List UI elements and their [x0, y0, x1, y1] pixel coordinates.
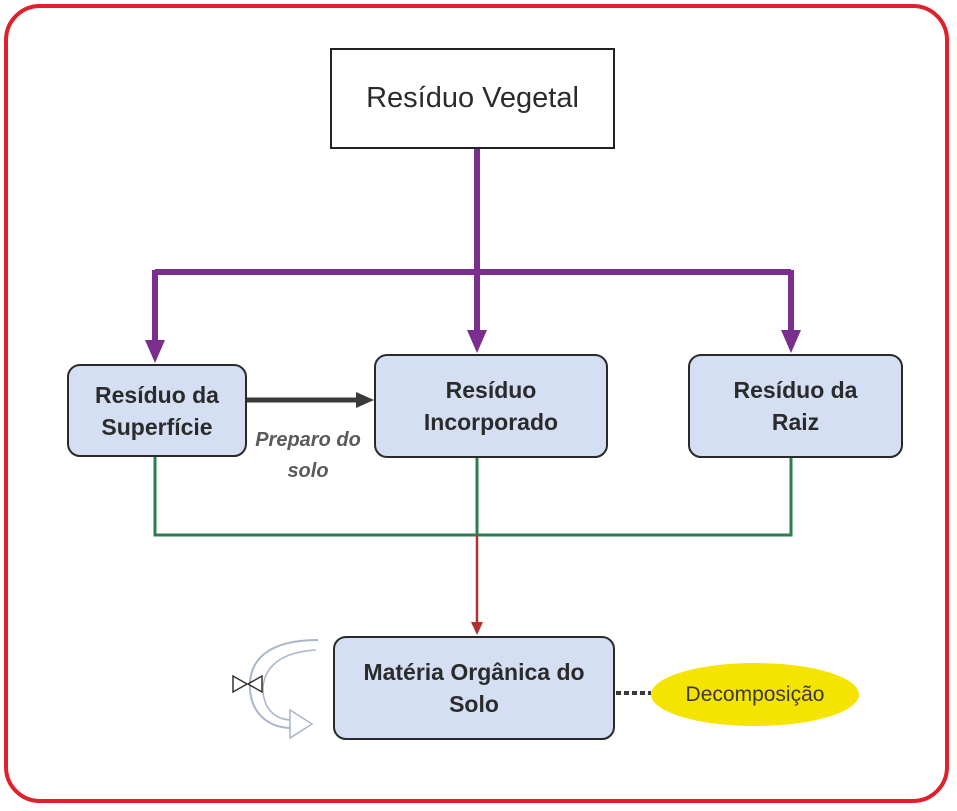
node-surface-residue: Resíduo da Superfície: [67, 364, 247, 457]
node-surface-residue-line1: Resíduo da: [95, 381, 219, 408]
node-incorporated-residue-line2: Incorporado: [423, 409, 559, 435]
arrowhead-organic-matter: [471, 622, 483, 635]
arrowhead-incorporated: [467, 330, 487, 353]
node-surface-residue-line2: Superfície: [101, 413, 213, 440]
node-plant-residue-label: Resíduo Vegetal: [366, 82, 579, 114]
node-soil-organic-matter: Matéria Orgânica do Solo: [333, 636, 615, 740]
edge-label-tillage-line2: solo: [287, 460, 329, 482]
valve-icon: [232, 674, 263, 694]
node-incorporated-residue-line1: Resíduo: [445, 377, 537, 403]
node-decomposition-label: Decomposição: [685, 682, 825, 706]
arrowhead-surface: [145, 340, 165, 363]
node-decomposition: Decomposição: [651, 663, 859, 726]
node-root-residue-line1: Resíduo da: [733, 377, 858, 403]
edge-label-tillage: Preparo do solo: [247, 425, 369, 487]
arrowhead-root-residue: [781, 330, 801, 353]
node-root-residue: Resíduo da Raiz: [688, 354, 903, 458]
curved-arrow-icon: [248, 639, 319, 740]
arrowhead-tillage: [356, 392, 374, 408]
node-soil-organic-matter-line1: Matéria Orgânica do: [363, 659, 585, 685]
node-root-residue-line2: Raiz: [771, 409, 820, 435]
node-incorporated-residue: Resíduo Incorporado: [374, 354, 608, 458]
edge-label-tillage-line1: Preparo do: [255, 429, 361, 451]
node-plant-residue: Resíduo Vegetal: [330, 48, 615, 149]
node-soil-organic-matter-line2: Solo: [449, 691, 499, 717]
connector-green: [153, 457, 793, 537]
